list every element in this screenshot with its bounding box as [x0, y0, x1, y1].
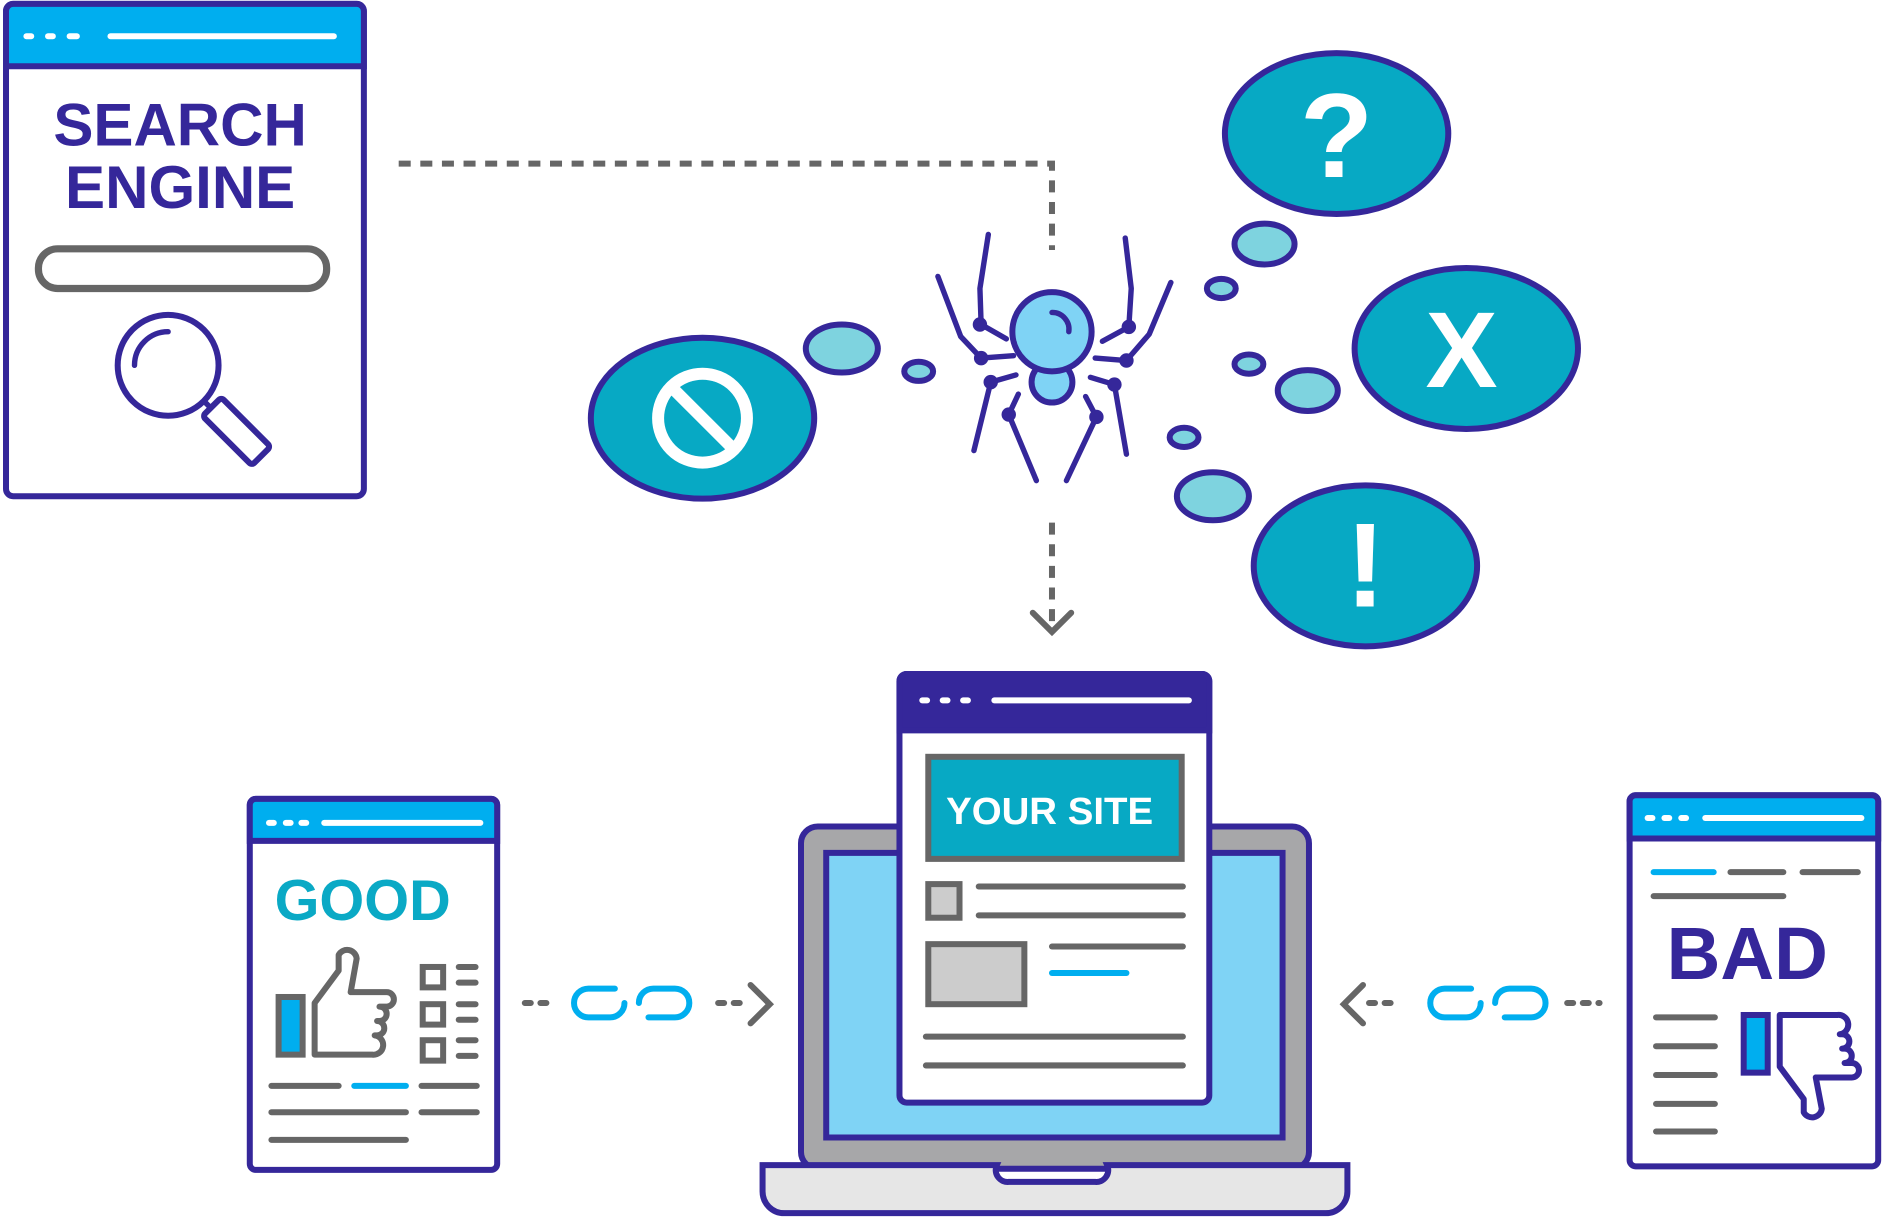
bad-link-connector	[1339, 981, 1603, 1027]
crawl-down-arrow-icon	[1029, 522, 1075, 637]
your-site-window: YOUR SITE	[896, 670, 1213, 1106]
bad-backlink-page: BAD	[1626, 792, 1882, 1170]
error-bubble: X	[1231, 265, 1581, 432]
blocked-bubble	[587, 321, 937, 502]
bad-label: BAD	[1667, 912, 1828, 995]
good-label: GOOD	[275, 869, 451, 933]
crawl-path-line	[398, 160, 1055, 251]
thumbs-up-icon	[311, 946, 397, 1058]
spider-crawler-icon	[935, 231, 1174, 484]
search-input[interactable]	[34, 245, 331, 293]
exclamation-mark: !	[1345, 499, 1385, 633]
thumbs-down-icon	[1776, 1011, 1862, 1121]
search-engine-title-line2: ENGINE	[65, 154, 295, 221]
image-placeholder-icon	[925, 941, 1028, 1008]
your-site-label: YOUR SITE	[946, 790, 1153, 833]
warning-bubble: !	[1166, 424, 1481, 650]
search-engine-title-line1: SEARCH	[53, 92, 307, 159]
arrow-left-icon	[1339, 981, 1367, 1027]
chain-link-icon	[571, 985, 693, 1021]
checklist-icon	[419, 963, 447, 1064]
question-mark: ?	[1300, 69, 1373, 203]
question-bubble: ?	[1203, 50, 1452, 302]
arrow-right-icon	[747, 981, 775, 1027]
ban-icon	[652, 367, 753, 469]
search-engine-window: SEARCH ENGINE	[3, 0, 367, 500]
chain-link-icon	[1427, 985, 1549, 1021]
x-mark: X	[1425, 289, 1497, 410]
good-backlink-page: GOOD	[246, 795, 501, 1173]
good-link-connector	[521, 981, 775, 1027]
magnifier-icon	[114, 311, 273, 467]
